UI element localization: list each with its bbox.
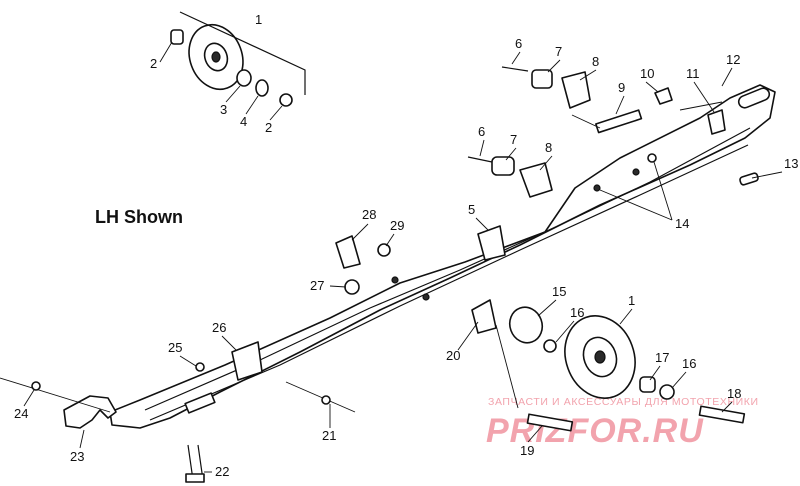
slide-rail — [109, 84, 776, 429]
callouts: 1 2 3 4 2 6 7 8 9 10 11 12 6 7 8 13 14 5… — [14, 12, 798, 479]
callout-9: 9 — [618, 80, 625, 95]
callout-21: 21 — [322, 428, 336, 443]
callout-22: 22 — [215, 464, 229, 479]
callout-12: 12 — [726, 52, 740, 67]
bolts — [185, 381, 746, 483]
callout-16-upper: 16 — [570, 305, 584, 320]
callout-10: 10 — [640, 66, 654, 81]
callout-7-lower: 7 — [510, 132, 517, 147]
leader-lines — [23, 41, 783, 473]
callout-29: 29 — [390, 218, 404, 233]
callout-1-lower: 1 — [628, 293, 635, 308]
callout-16-lower: 16 — [682, 356, 696, 371]
callout-28: 28 — [362, 207, 376, 222]
callout-24: 24 — [14, 406, 28, 421]
callout-4: 4 — [240, 114, 247, 129]
callout-8-lower: 8 — [545, 140, 552, 155]
callout-14: 14 — [675, 216, 689, 231]
diagram-caption: LH Shown — [95, 207, 183, 227]
callout-2-right: 2 — [265, 120, 272, 135]
callout-27: 27 — [310, 278, 324, 293]
callout-26: 26 — [212, 320, 226, 335]
callout-5: 5 — [468, 202, 475, 217]
callout-8-upper: 8 — [592, 54, 599, 69]
watermark-brand: PRIZFOR.RU — [486, 412, 704, 450]
callout-2-left: 2 — [150, 56, 157, 71]
lower-shock-mount-parts — [467, 153, 759, 198]
callout-25: 25 — [168, 340, 182, 355]
upper-shock-mount-parts — [501, 66, 726, 135]
callout-23: 23 — [70, 449, 84, 464]
watermark: ЗАПЧАСТИ И АКСЕССУАРЫ ДЛЯ МОТОТЕХНИКИ PR… — [486, 396, 759, 450]
mount-brackets — [195, 225, 506, 381]
callout-15: 15 — [552, 284, 566, 299]
callout-1-upper: 1 — [255, 12, 262, 27]
callout-6-upper: 6 — [515, 36, 522, 51]
callout-18: 18 — [727, 386, 741, 401]
watermark-tagline: ЗАПЧАСТИ И АКСЕССУАРЫ ДЛЯ МОТОТЕХНИКИ — [488, 396, 759, 408]
callout-13: 13 — [784, 156, 798, 171]
callout-17: 17 — [655, 350, 669, 365]
callout-20: 20 — [446, 348, 460, 363]
callout-19: 19 — [520, 443, 534, 458]
rail-tip — [0, 377, 117, 429]
lower-idler-wheel — [471, 299, 675, 409]
callout-7-upper: 7 — [555, 44, 562, 59]
callout-3: 3 — [220, 102, 227, 117]
callout-6-lower: 6 — [478, 124, 485, 139]
callout-11: 11 — [686, 66, 700, 81]
upper-idler-wheel — [170, 11, 306, 107]
